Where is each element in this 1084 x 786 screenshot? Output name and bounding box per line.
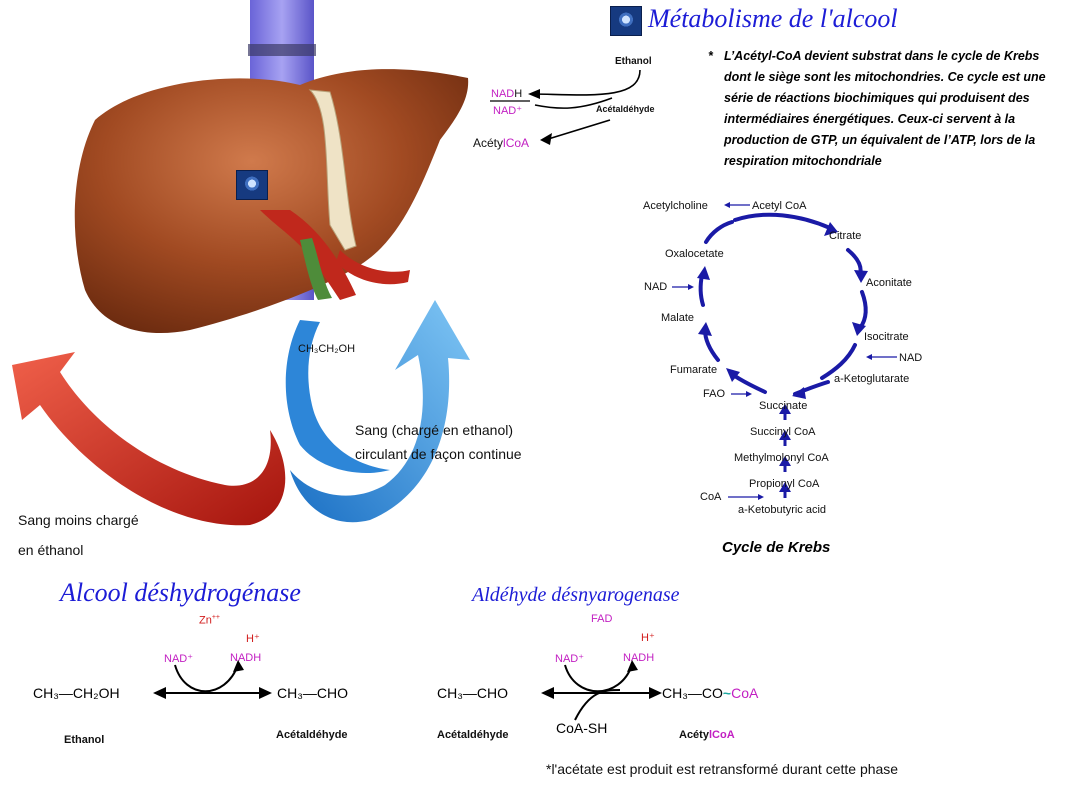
scheme-nad: NAD⁺: [493, 105, 523, 117]
liver-shape: [74, 69, 469, 334]
aldh-product-name-c: CoA: [712, 729, 735, 741]
krebs-propionyl: Propionyl CoA: [749, 478, 820, 490]
note-bullet: *: [708, 49, 713, 63]
blue-arrow: [290, 300, 470, 523]
krebs-ketoglutarate: a-Ketoglutarate: [834, 373, 910, 385]
aldh-product-name-a: Acéty: [679, 729, 709, 741]
note-line: production de GTP, un équivalent de l’AT…: [724, 133, 1036, 147]
scheme-acetyl-a: Acéty: [473, 136, 504, 150]
adh-product-name: Acétaldéhyde: [276, 729, 348, 741]
scheme-acetaldehyde: Acétaldéhyde: [596, 104, 655, 114]
krebs-aconitate: Aconitate: [866, 277, 912, 289]
adh-nad: NAD⁺: [164, 653, 194, 665]
aldh-substrate-name: Acétaldéhyde: [437, 729, 509, 741]
blood-less-line2: en éthanol: [18, 542, 84, 558]
adh-title: Alcool déshydrogénase: [60, 578, 301, 607]
footnote: *l'acétate est produit est retransformé …: [546, 761, 899, 777]
aldh-product-tilde: ~: [722, 685, 732, 701]
note-line: dont le siège sont les mitochondries. Ce…: [724, 70, 1046, 84]
adh-cofactor-sup: ++: [211, 614, 221, 621]
scheme-ethanol: Ethanol: [615, 56, 652, 67]
red-arrow: [12, 352, 286, 526]
blood-loaded-line1: Sang (chargé en ethanol): [355, 422, 513, 438]
krebs-malate: Malate: [661, 312, 695, 324]
krebs-ketobutyric: a-Ketobutyric acid: [738, 504, 827, 516]
krebs-succinyl-coa: Succinyl CoA: [750, 426, 816, 438]
note-line: série de réactions biochimiques qui prod…: [724, 91, 1030, 105]
scheme-acetyl-b: l: [503, 136, 506, 150]
adh-nadh: NADH: [230, 652, 262, 664]
aldh-title: Aldéhyde désnyarogenase: [472, 584, 680, 606]
krebs-fumarate: Fumarate: [670, 364, 718, 376]
metabolism-icon: [236, 170, 268, 200]
aldh-product-a: CH₃—CO: [662, 685, 723, 701]
krebs-citrate: Citrate: [829, 230, 862, 242]
adh-product: CH₃—CHO: [277, 685, 349, 701]
note-line: intermédiaires énergétiques. Ceux-ci ser…: [724, 112, 1016, 126]
adh-substrate: CH₃—CH₂OH: [33, 685, 120, 701]
aldh-nadh: NADH: [623, 652, 655, 664]
krebs-isocitrate: Isocitrate: [864, 331, 909, 343]
scheme-nadh-b: H: [514, 88, 523, 100]
title-icon: [610, 6, 642, 36]
ethanol-formula-label: CH₃CH₂OH: [298, 343, 356, 355]
krebs-acetyl-coa: Acetyl CoA: [752, 200, 807, 212]
scheme-nadh-a: NAD: [491, 88, 515, 100]
aldh-nad: NAD⁺: [555, 653, 585, 665]
adh-substrate-name: Ethanol: [64, 734, 105, 746]
blood-less-line1: Sang moins chargé: [18, 512, 139, 528]
aldh-product-b: CoA: [731, 685, 759, 701]
aldh-h-plus: H⁺: [641, 632, 655, 644]
krebs-methylmalonyl: Methylmolonyl CoA: [734, 452, 829, 464]
note-line: respiration mitochondriale: [724, 154, 882, 168]
krebs-coa: CoA: [700, 491, 722, 503]
krebs-caption: Cycle de Krebs: [722, 539, 831, 556]
adh-cofactor: Zn: [199, 614, 212, 627]
note-line: L’Acétyl-CoA devient substrat dans le cy…: [724, 49, 1040, 63]
krebs-fao: FAO: [703, 388, 726, 400]
page-title: Métabolisme de l'alcool: [648, 4, 898, 33]
krebs-succinate: Succinate: [759, 400, 808, 412]
aldh-coash: CoA-SH: [556, 720, 608, 736]
krebs-oxalocetate: Oxalocetate: [665, 248, 724, 260]
adh-h-plus: H⁺: [246, 633, 260, 645]
krebs-acetylcholine: Acetylcholine: [643, 200, 708, 212]
blood-loaded-line2: circulant de façon continue: [355, 446, 522, 462]
aldh-substrate: CH₃—CHO: [437, 685, 509, 701]
aldh-product-name-b: l: [708, 729, 713, 741]
note-paragraph: L’Acétyl-CoA devient substrat dans le cy…: [724, 46, 1076, 172]
krebs-nad-right: NAD: [899, 352, 923, 364]
krebs-nad-left: NAD: [644, 281, 668, 293]
scheme-acetyl-c: CoA: [505, 136, 530, 150]
aldh-cofactor: FAD: [591, 613, 613, 625]
